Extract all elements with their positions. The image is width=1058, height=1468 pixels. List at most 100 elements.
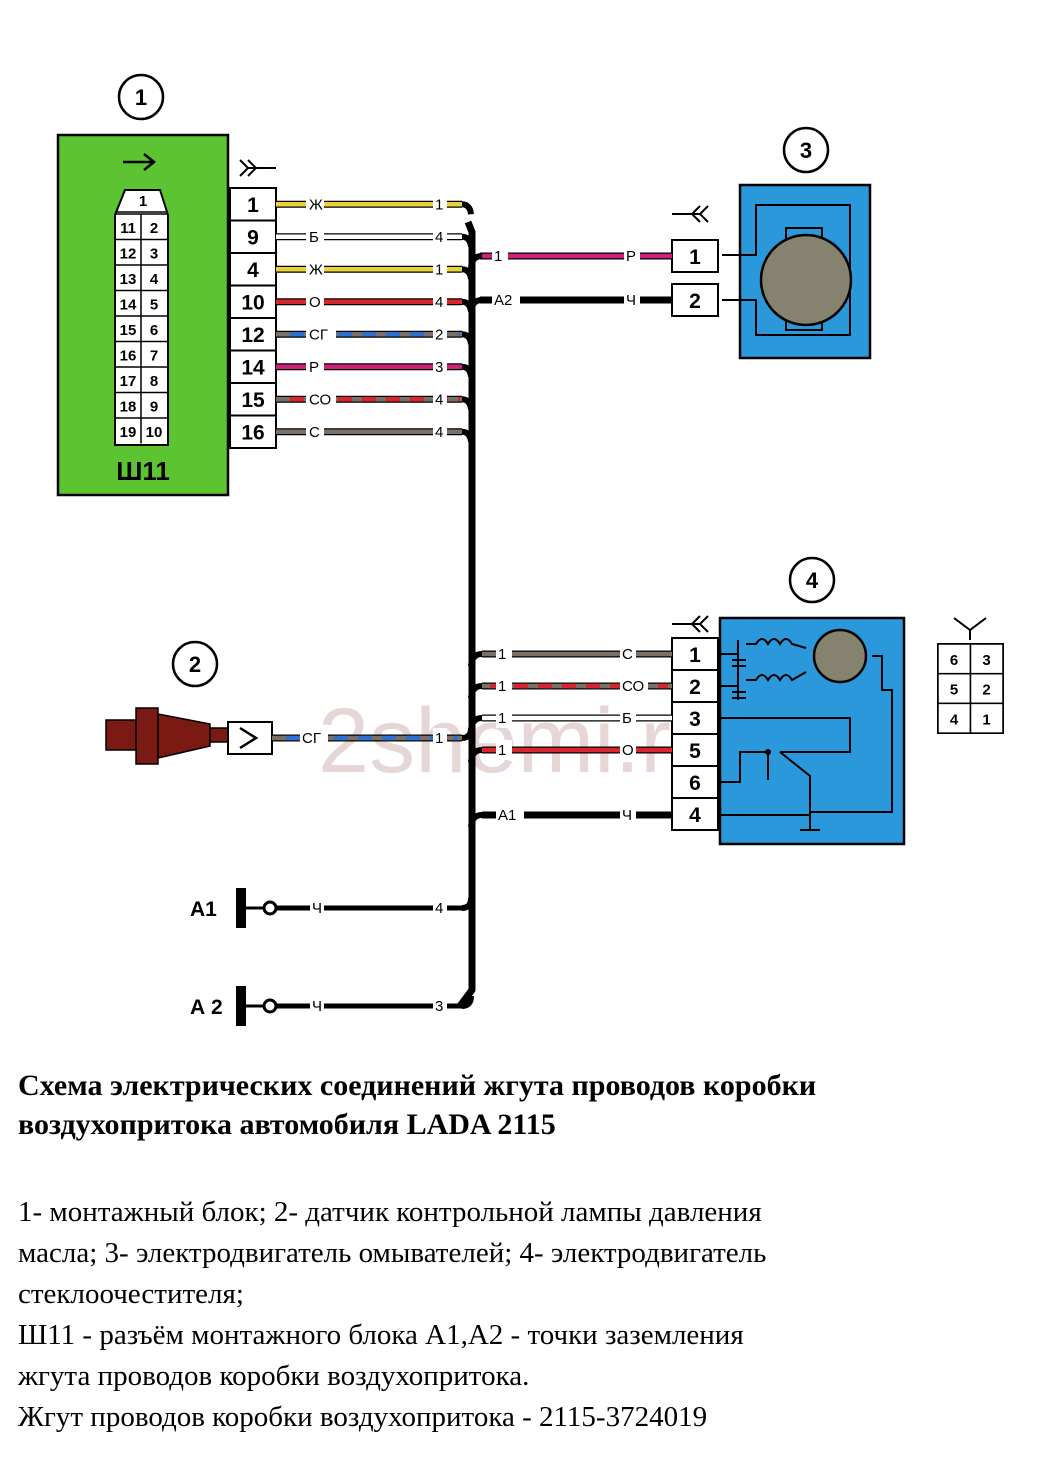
pinmap-cell-number: 1 (982, 711, 990, 728)
washer-motor-pin (671, 283, 719, 317)
component-4-number: 4 (806, 568, 819, 593)
wire-color-label: Ч (622, 807, 632, 824)
washer-motor-wire: А2 Ч (468, 290, 672, 313)
wiper-motor-pin (671, 797, 719, 831)
wire-color-label: С (622, 646, 633, 663)
sh11-pin-number: 1 (247, 194, 259, 217)
pinmap-cell (969, 702, 1004, 734)
sh11-pin (229, 317, 277, 352)
wire-start-label: А2 (494, 292, 512, 309)
component-2-number: 2 (189, 652, 201, 677)
wire-color-label: Р (309, 359, 319, 376)
socket-cell: 8 (150, 373, 158, 390)
socket-cell: 16 (120, 348, 137, 365)
wire-end-label: 4 (435, 294, 443, 311)
component-3-marker (782, 126, 830, 174)
socket-cell: 12 (120, 246, 137, 263)
title-line-1: Схема электрических соединений жгута про… (18, 1069, 817, 1102)
arrow-right-icon (123, 153, 157, 171)
washer-motor-pin (671, 239, 719, 273)
wire-start-label: 1 (498, 678, 506, 695)
wire-color-label: Б (309, 229, 319, 246)
sensor-connector (227, 721, 273, 755)
wire-end-label: 4 (435, 391, 443, 408)
socket-cell: 9 (150, 399, 158, 416)
wiper-motor-icon (812, 628, 868, 684)
washer-motor-pin-number: 2 (689, 290, 701, 313)
component-3-number: 3 (800, 138, 812, 163)
washer-motor-pins: 12 (671, 239, 719, 317)
sh11-wire: СО 4 (276, 389, 474, 410)
socket-cell: 18 (120, 399, 137, 416)
sh11-pin (229, 382, 277, 417)
sh11-pin-number: 15 (241, 389, 265, 412)
legend-line-3: стеклоочестителя; (18, 1278, 244, 1310)
legend-line-1: 1- монтажный блок; 2- датчик контрольной… (18, 1196, 762, 1228)
harness-bundle (457, 220, 476, 1009)
socket-cell: 5 (150, 297, 158, 314)
ground-label: А1 (190, 898, 217, 921)
wire-color-label: СО (309, 391, 331, 408)
socket-cell: 10 (146, 424, 163, 441)
sh11-pin-number: 14 (241, 357, 265, 380)
wiper-motor-pin-number: 4 (689, 804, 701, 827)
socket-cell: 1 (139, 193, 147, 210)
ground-icon (236, 888, 246, 928)
component-2-marker (171, 640, 219, 688)
ground-icon (236, 986, 246, 1026)
socket-cell: 6 (150, 322, 158, 339)
wiper-motor-circuit (718, 638, 893, 831)
wire-end-label: 3 (435, 359, 443, 376)
wire-color-label: Б (622, 710, 632, 727)
legend-line-4: Ш11 - разъём монтажного блока А1,А2 - то… (18, 1319, 744, 1351)
socket-cell: 2 (150, 220, 158, 237)
legend-line-6: Жгут проводов коробки воздухопритока - 2… (18, 1401, 708, 1433)
wire-start-label: 1 (494, 248, 502, 265)
block-label-sh11: Ш11 (116, 456, 170, 486)
pinmap-cell (937, 702, 972, 734)
wire-color-label: Ч (312, 998, 322, 1015)
wiper-motor-pin-number: 3 (689, 708, 701, 731)
wire-color-label: Р (626, 248, 636, 265)
pinmap-cell-number: 2 (982, 682, 990, 699)
wire-end-label: 2 (435, 326, 443, 343)
wire-start-label: А1 (498, 807, 516, 824)
wiper-motor-pin-number: 5 (689, 740, 701, 763)
wiper-motor-pin-number: 1 (689, 644, 701, 667)
socket-cell: 19 (120, 424, 137, 441)
socket-cell: 3 (150, 246, 158, 263)
socket-cell: 14 (120, 297, 137, 314)
wire-end-label: 4 (435, 900, 443, 917)
wiper-motor-pin-number: 2 (689, 676, 701, 699)
socket-cell: 11 (120, 220, 136, 237)
pinmap-cell-number: 4 (950, 711, 959, 728)
sh11-pin-number: 10 (241, 292, 264, 315)
wire-end-label: 4 (435, 424, 443, 441)
wiper-motor-pin-number: 6 (689, 772, 701, 795)
connector-symbol-icon (672, 615, 709, 633)
washer-motor-wires: 1 Р А2 Ч (468, 246, 672, 313)
connector-symbol-icon (953, 617, 987, 640)
wire-end-label: 1 (435, 196, 443, 213)
wire-start-label: 1 (498, 742, 506, 759)
socket-cell: 13 (120, 271, 137, 288)
wire-color-label: Ж (309, 196, 323, 213)
wire-color-label: Ч (626, 292, 636, 309)
wire-color-label: О (309, 294, 321, 311)
washer-motor-pin-number: 1 (689, 246, 701, 269)
